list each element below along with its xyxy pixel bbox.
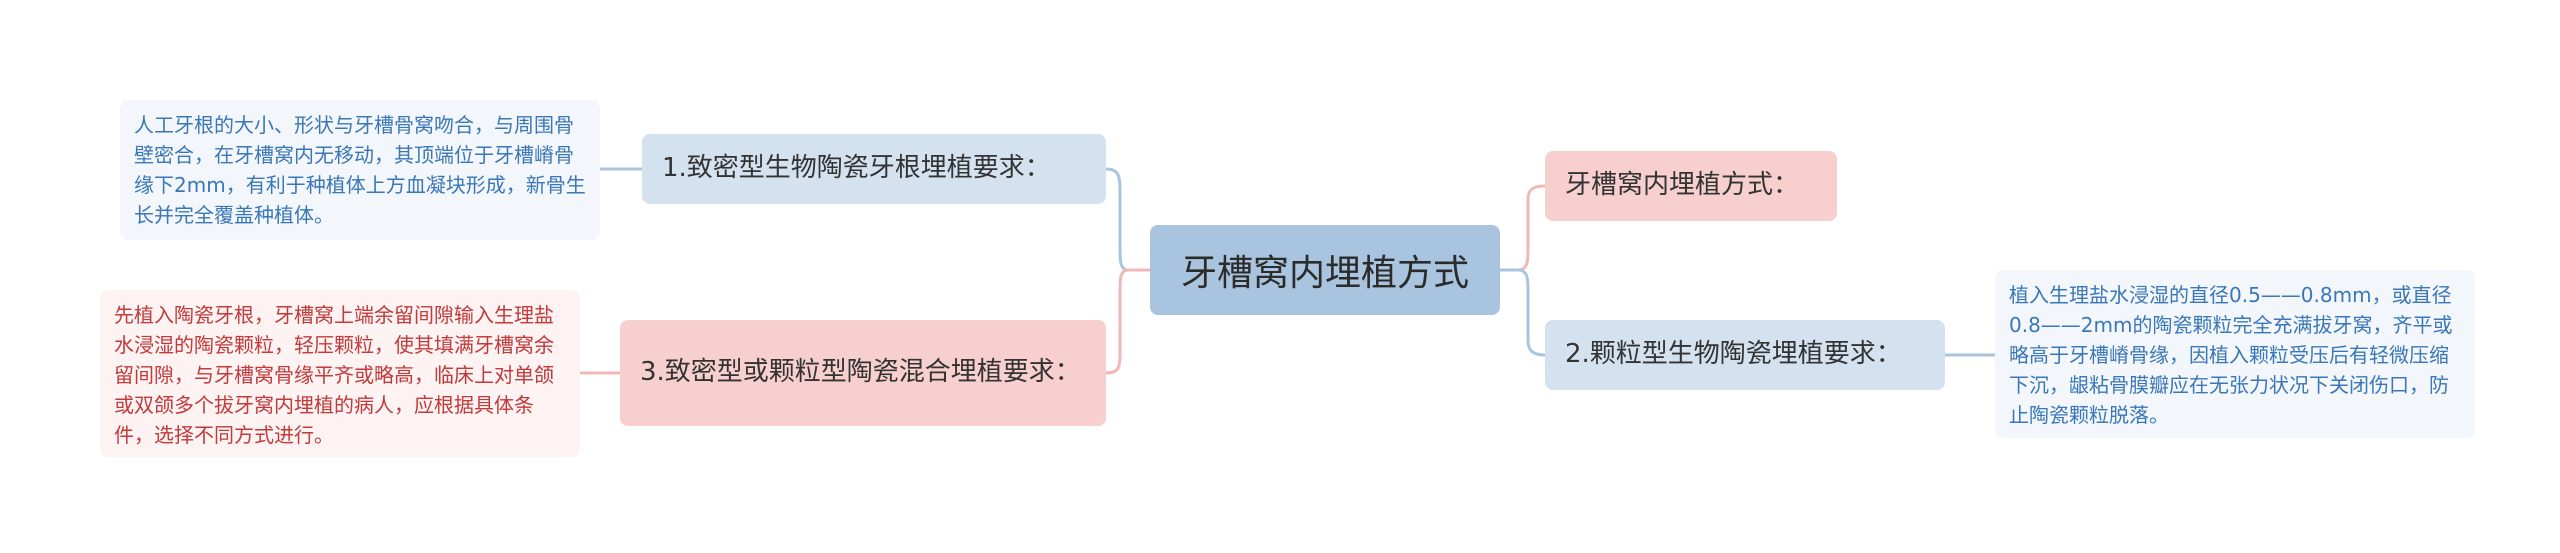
detail-1-text: 人工牙根的大小、形状与牙槽骨窝吻合，与周围骨壁密合，在牙槽窝内无移动，其顶端位于… [134, 113, 586, 227]
detail-node-2[interactable]: 植入生理盐水浸湿的直径0.5——0.8mm，或直径0.8——2mm的陶瓷颗粒完全… [1995, 270, 2475, 438]
branch-2-label: 2.颗粒型生物陶瓷埋植要求： [1565, 339, 1902, 370]
branch-node-1[interactable]: 1.致密型生物陶瓷牙根埋植要求： [642, 134, 1106, 204]
connector-root-to-branch-3 [1105, 268, 1150, 375]
connector-root-to-branch-1 [1105, 167, 1150, 272]
branch-3-label: 3.致密型或颗粒型陶瓷混合埋植要求： [640, 357, 1081, 388]
branch-4-label: 牙槽窝内埋植方式： [1565, 170, 1800, 201]
connector-root-to-branch-2 [1500, 268, 1546, 357]
detail-node-1[interactable]: 人工牙根的大小、形状与牙槽骨窝吻合，与周围骨壁密合，在牙槽窝内无移动，其顶端位于… [120, 100, 600, 240]
detail-3-text: 先植入陶瓷牙根，牙槽窝上端余留间隙输入生理盐水浸湿的陶瓷颗粒，轻压颗粒，使其填满… [114, 303, 554, 447]
detail-2-text: 植入生理盐水浸湿的直径0.5——0.8mm，或直径0.8——2mm的陶瓷颗粒完全… [2009, 283, 2453, 427]
branch-node-4[interactable]: 牙槽窝内埋植方式： [1545, 151, 1837, 221]
branch-1-label: 1.致密型生物陶瓷牙根埋植要求： [662, 153, 1051, 184]
root-node[interactable]: 牙槽窝内埋植方式 [1150, 225, 1500, 315]
connector-root-to-branch-4 [1500, 184, 1546, 272]
detail-node-3[interactable]: 先植入陶瓷牙根，牙槽窝上端余留间隙输入生理盐水浸湿的陶瓷颗粒，轻压颗粒，使其填满… [100, 290, 580, 457]
branch-node-2[interactable]: 2.颗粒型生物陶瓷埋植要求： [1545, 320, 1945, 390]
root-label: 牙槽窝内埋植方式 [1180, 253, 1469, 294]
branch-node-3[interactable]: 3.致密型或颗粒型陶瓷混合埋植要求： [620, 320, 1106, 426]
